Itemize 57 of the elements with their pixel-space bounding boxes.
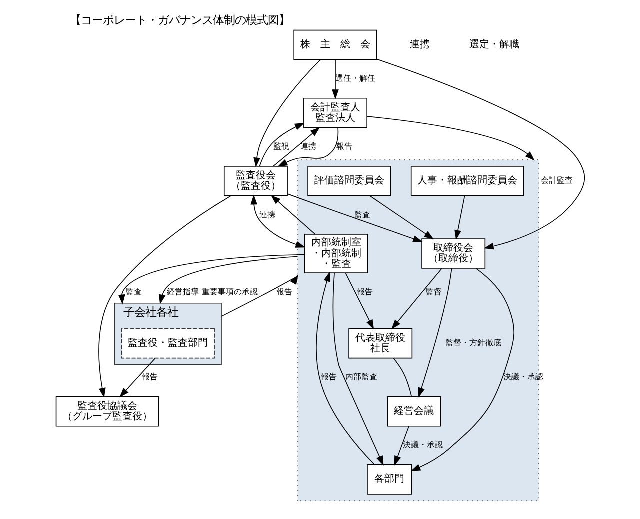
- node-box: 経営会議: [386, 396, 441, 427]
- edge-label: 監督: [425, 286, 442, 296]
- node-box: 監査役会 （監査役）: [223, 166, 288, 196]
- node-box: 会計監査人 監査法人: [303, 98, 367, 128]
- arrow: [258, 123, 304, 167]
- arrow: [376, 58, 585, 250]
- arrow: [270, 195, 316, 235]
- label: 連携: [409, 40, 430, 51]
- arrow: [369, 196, 434, 240]
- arrow: [332, 272, 384, 466]
- arrow: [220, 274, 298, 317]
- arrow: [250, 194, 306, 248]
- edge-label: 監査: [125, 286, 142, 296]
- arrow: [418, 268, 452, 398]
- edge-label: 経営指導 重要事項の承認: [166, 286, 258, 296]
- edge-label: 会計監査: [540, 175, 572, 186]
- node-box: 人事・報酬諮問委員会: [410, 166, 524, 196]
- edge-label: 決議・承認: [503, 372, 544, 382]
- node-box: 各部門: [366, 464, 412, 495]
- connector: [392, 358, 412, 398]
- edge-label: 報告: [336, 141, 352, 152]
- arrow: [344, 272, 374, 330]
- edge-label: 監査: [354, 209, 370, 220]
- edge-label: 連携: [258, 209, 275, 220]
- node-box: 監査役・監査部門: [120, 328, 214, 359]
- edge-label: 監視: [272, 141, 289, 152]
- node-box: 代表取締役 社長: [348, 328, 412, 359]
- edge-label: 報告: [356, 286, 373, 296]
- arrow: [118, 254, 305, 305]
- arrow: [316, 272, 375, 466]
- node-box: 株 主 総 会: [293, 30, 377, 60]
- edge-label: 監督・方針徹底: [445, 338, 502, 348]
- edge-label: 報告: [320, 372, 336, 382]
- edge-label: 報告: [276, 286, 292, 296]
- node-box: 監査役協議会 （グループ監査役）: [55, 396, 159, 427]
- node-box: 評価諮問委員会: [307, 166, 391, 196]
- arrow: [272, 127, 320, 167]
- arrow: [119, 358, 156, 398]
- edge-label: 連携: [300, 141, 316, 152]
- arrow: [391, 268, 442, 330]
- label: 選定・解職: [469, 40, 520, 51]
- arrow: [366, 116, 534, 161]
- arrow: [253, 60, 320, 168]
- edge-label: 決議・承認: [402, 440, 442, 450]
- node-box: 内部統制室 ・内部統制 ・監査: [304, 234, 368, 274]
- edge-label: 内部監査: [345, 372, 378, 382]
- arrow: [394, 426, 409, 466]
- diagram-title: 【コーポレート・ガバナンス体制の模式図】: [70, 12, 290, 27]
- arrow: [454, 196, 465, 240]
- arrow: [410, 268, 514, 472]
- arrow: [332, 60, 338, 100]
- edge-label: 報告: [142, 372, 158, 382]
- arrow: [286, 194, 422, 242]
- arrow: [277, 128, 338, 167]
- node-box: 取締役会 （取締役）: [421, 238, 486, 269]
- arrow: [158, 256, 298, 305]
- arrow: [98, 196, 231, 398]
